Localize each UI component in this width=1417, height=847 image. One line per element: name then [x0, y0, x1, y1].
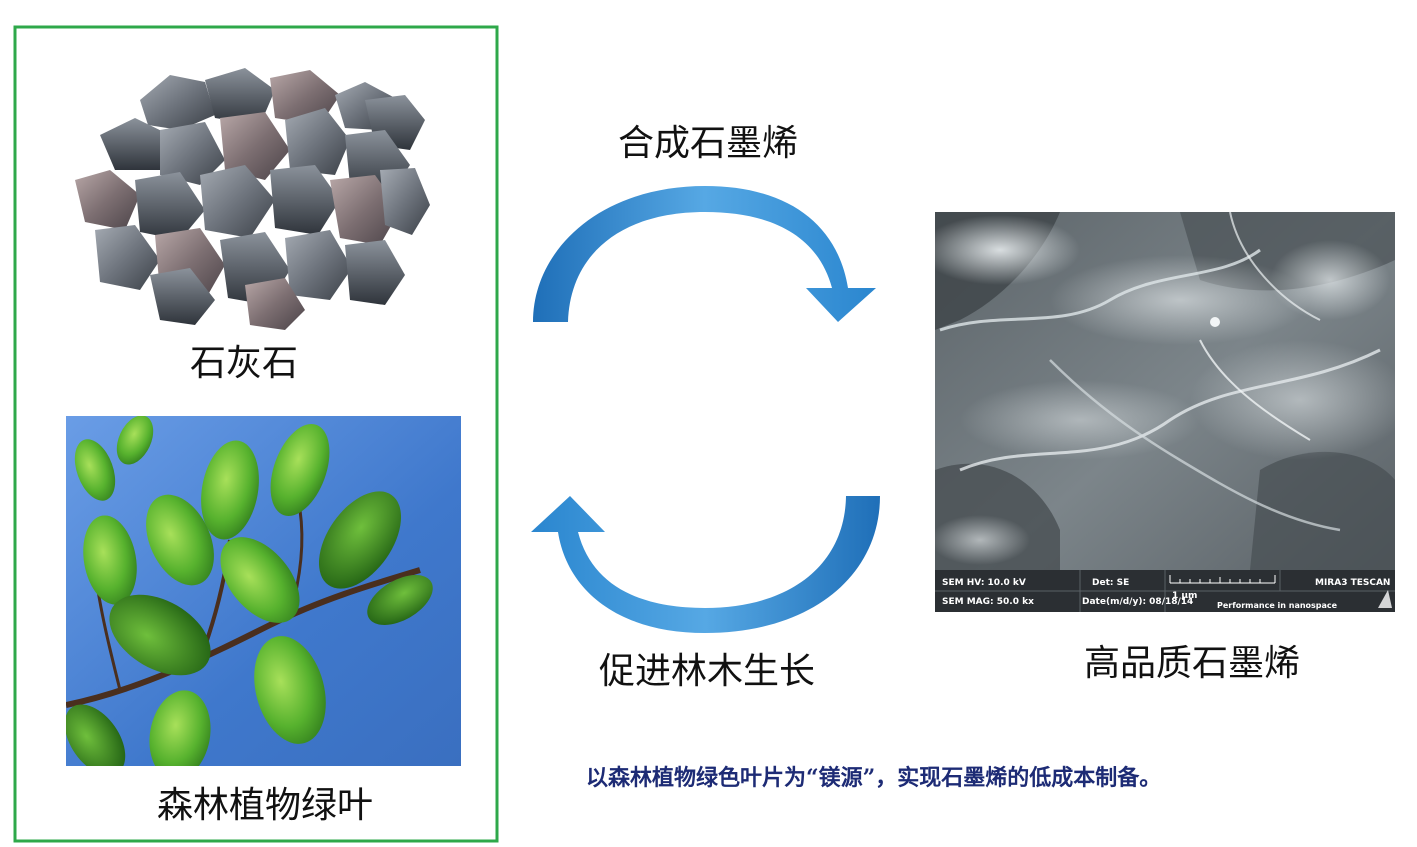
tescan-logo-icon [1378, 590, 1392, 608]
sem-brand: MIRA3 TESCAN [1315, 578, 1390, 588]
sem-slogan: Performance in nanospace [1217, 601, 1338, 610]
bottom-caption: 以森林植物绿色叶片为“镁源”，实现石墨烯的低成本制备。 [586, 765, 1162, 791]
sem-mag: SEM MAG: 50.0 kx [942, 597, 1034, 607]
limestone-image [75, 68, 430, 330]
graphene-label: 高品质石墨烯 [1084, 643, 1300, 684]
top-cycle-arrow [533, 186, 876, 322]
top-cycle-label: 合成石墨烯 [618, 123, 798, 164]
sem-hv: SEM HV: 10.0 kV [942, 578, 1026, 588]
bottom-cycle-arrow [531, 496, 880, 633]
leaves-image [66, 416, 461, 766]
sem-graphene-image: SEM HV: 10.0 kV Det: SE MIRA3 TESCAN SEM… [935, 212, 1395, 612]
left-panel-frame [13, 25, 499, 843]
leaves-label: 森林植物绿叶 [157, 785, 373, 826]
bottom-cycle-label: 促进林木生长 [599, 651, 815, 692]
sem-date: Date(m/d/y): 08/18/14 [1082, 597, 1193, 607]
sem-scale: 1 μm [1172, 591, 1197, 601]
sem-det: Det: SE [1092, 578, 1129, 588]
limestone-label: 石灰石 [190, 343, 298, 384]
